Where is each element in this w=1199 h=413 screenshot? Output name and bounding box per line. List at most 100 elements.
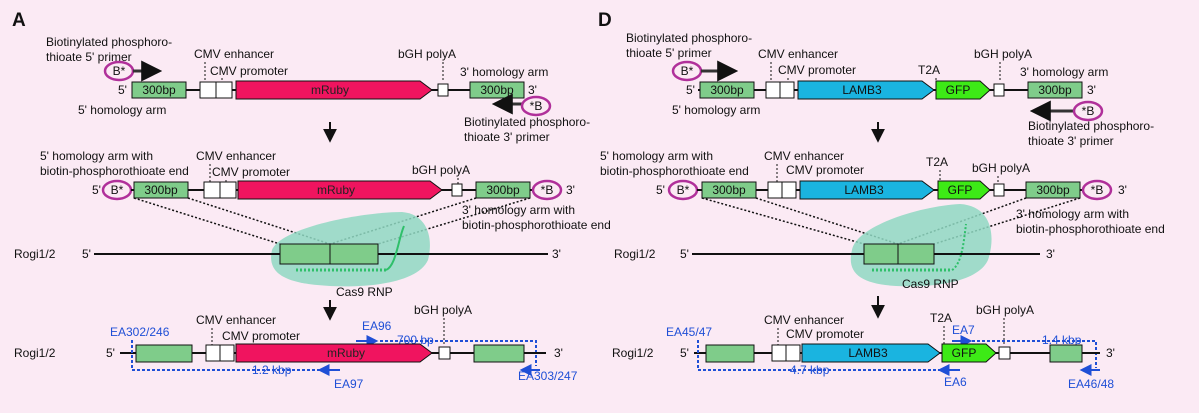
d-bp-left-2: 300bp xyxy=(712,183,746,197)
d-locus-end5: 5' xyxy=(680,247,689,261)
biotin-5-text-2: B* xyxy=(111,183,124,197)
biotin-3-circle xyxy=(520,95,552,117)
d-polya-box xyxy=(993,83,1005,97)
locus-end5-4: 5' xyxy=(106,346,115,360)
d-end3: 3' xyxy=(1087,83,1096,97)
d-gene2-label: GFP xyxy=(946,83,971,97)
d-homology-box-right-2 xyxy=(1025,181,1081,199)
cmv-enhancer-box-2 xyxy=(203,181,221,199)
d-lamb3-cds-2 xyxy=(799,180,935,200)
d-bp-right-2: 300bp xyxy=(1036,183,1070,197)
d-arm-right-4 xyxy=(1049,344,1083,363)
d-cmv-promoter-box xyxy=(779,81,795,99)
mruby-cds-4 xyxy=(235,343,433,363)
d-cmv-promoter-box-2 xyxy=(781,181,797,199)
amplicon-long: 1.2 kbp xyxy=(252,363,292,377)
arm-right-4 xyxy=(473,344,525,363)
d-polya-box-4 xyxy=(998,346,1011,360)
primer-fwd-out: EA302/246 xyxy=(110,325,170,339)
amplicon-short-bracket xyxy=(380,340,537,366)
d-promoter-label-4: CMV promoter xyxy=(786,327,864,341)
d-gene-label-4: LAMB3 xyxy=(848,346,888,360)
d-enhancer-box-4 xyxy=(771,344,787,362)
panel-a: A Biotinylated phosphoro- thioate 5' pri… xyxy=(12,10,611,391)
d-locus-label-4: Rogi1/2 xyxy=(612,346,654,360)
primer5-label: Biotinylated phosphoro- thioate 5' prime… xyxy=(46,35,175,64)
d-primer3-line2: thioate 3' primer xyxy=(1028,134,1114,148)
d-gene-label-2: LAMB3 xyxy=(844,183,884,197)
d-gfp-cds-2 xyxy=(937,180,991,200)
d-homology-box-right xyxy=(1027,81,1083,99)
panel-d-row4: CMV enhancer CMV promoter T2A bGH polyA … xyxy=(612,303,1115,391)
d-t2a-label-2: T2A xyxy=(926,155,948,169)
bp-left: 300bp xyxy=(142,83,176,97)
d-locus-end5-4: 5' xyxy=(680,346,689,360)
d-polya-label: bGH polyA xyxy=(974,47,1032,61)
d-promoter-label-2: CMV promoter xyxy=(786,163,864,177)
d-homology-box-left xyxy=(699,81,755,99)
d-polya-box-2 xyxy=(993,183,1005,197)
homology-box-left xyxy=(131,81,187,99)
d-polya-label-2: bGH polyA xyxy=(972,161,1030,175)
d-arm5-label: 5' homology arm xyxy=(672,103,760,117)
polya-box-4 xyxy=(438,346,451,360)
panel-a-row1: Biotinylated phosphoro- thioate 5' prime… xyxy=(46,35,590,144)
arm5-with-line2: biotin-phosphorothioate end xyxy=(40,164,189,178)
end5-2: 5' xyxy=(92,183,101,197)
arm3-label: 3' homology arm xyxy=(460,65,548,79)
polya-box-2 xyxy=(451,183,463,197)
d-amplicon-short-bracket xyxy=(972,340,1097,368)
primer-rev-out: EA303/247 xyxy=(518,369,578,383)
primer3-line1: Biotinylated phosphoro- xyxy=(464,115,590,129)
d-gfp-cds-4 xyxy=(941,343,997,363)
promoter-label: CMV promoter xyxy=(210,64,288,78)
d-lamb3-cds-4 xyxy=(801,343,941,363)
biotin-3-text-2: *B xyxy=(541,183,554,197)
mruby-cds xyxy=(235,80,433,100)
d-map-right-outer xyxy=(933,197,1081,245)
panel-a-letter: A xyxy=(12,10,26,31)
panel-d-row1: Biotinylated phosphoro- thioate 5' prime… xyxy=(626,31,1154,148)
d-primer-fwd-in: EA7 xyxy=(952,323,975,337)
locus-label-4: Rogi1/2 xyxy=(14,346,56,360)
arm3-with-line1: 3' homology arm with xyxy=(462,203,575,217)
d-grna-loop xyxy=(951,223,967,271)
d-promoter-label: CMV promoter xyxy=(778,63,856,77)
primer-fwd-in: EA96 xyxy=(362,319,392,333)
locus-end3-4: 3' xyxy=(554,346,563,360)
map-left-outer xyxy=(133,197,281,245)
arm5-with-label: 5' homology arm with biotin-phosphorothi… xyxy=(40,149,189,178)
panel-d-row3: Rogi1/2 5' 3' Cas9 RNP xyxy=(614,204,1055,291)
d-homology-box-left-2 xyxy=(701,181,757,199)
locus-arm-right xyxy=(329,243,379,265)
arm-left-4 xyxy=(135,344,193,363)
d-cmv-enhancer-box xyxy=(765,81,781,99)
d-locus-label: Rogi1/2 xyxy=(614,247,656,261)
arm5-label: 5' homology arm xyxy=(78,103,166,117)
d-primer5-line2: thioate 5' primer xyxy=(626,46,712,60)
d-enhancer-label: CMV enhancer xyxy=(758,47,838,61)
primer5-line1: Biotinylated phosphoro- xyxy=(46,35,172,49)
panel-a-row4: CMV enhancer CMV promoter bGH polyA EA30… xyxy=(14,303,578,391)
enhancer-label-4: CMV enhancer xyxy=(196,313,276,327)
end5: 5' xyxy=(118,83,127,97)
d-end3-2: 3' xyxy=(1118,183,1127,197)
promoter-label-2: CMV promoter xyxy=(212,165,290,179)
panel-d: D Biotinylated phosphoro- thioate 5' pri… xyxy=(598,10,1165,391)
d-locus-arm-right xyxy=(897,243,935,265)
locus-end5: 5' xyxy=(82,247,91,261)
homology-box-left-2 xyxy=(133,181,189,199)
locus-end3: 3' xyxy=(552,247,561,261)
d-arm3-with-line2: biotin-phosphorothioate end xyxy=(1016,222,1165,236)
d-gene2-label-2: GFP xyxy=(948,183,973,197)
d-amplicon-long: 4.7 kbp xyxy=(790,363,830,377)
d-arm3-label: 3' homology arm xyxy=(1020,65,1108,79)
d-primer-fwd-out: EA45/47 xyxy=(666,325,712,339)
amplicon-long-bracket xyxy=(131,340,325,371)
polya-label-2: bGH polyA xyxy=(412,163,470,177)
d-cmv-enhancer-box-2 xyxy=(767,181,783,199)
polya-box xyxy=(437,83,449,97)
d-enhancer-label-4: CMV enhancer xyxy=(764,313,844,327)
arm3-with-line2: biotin-phosphorothioate end xyxy=(462,218,611,232)
